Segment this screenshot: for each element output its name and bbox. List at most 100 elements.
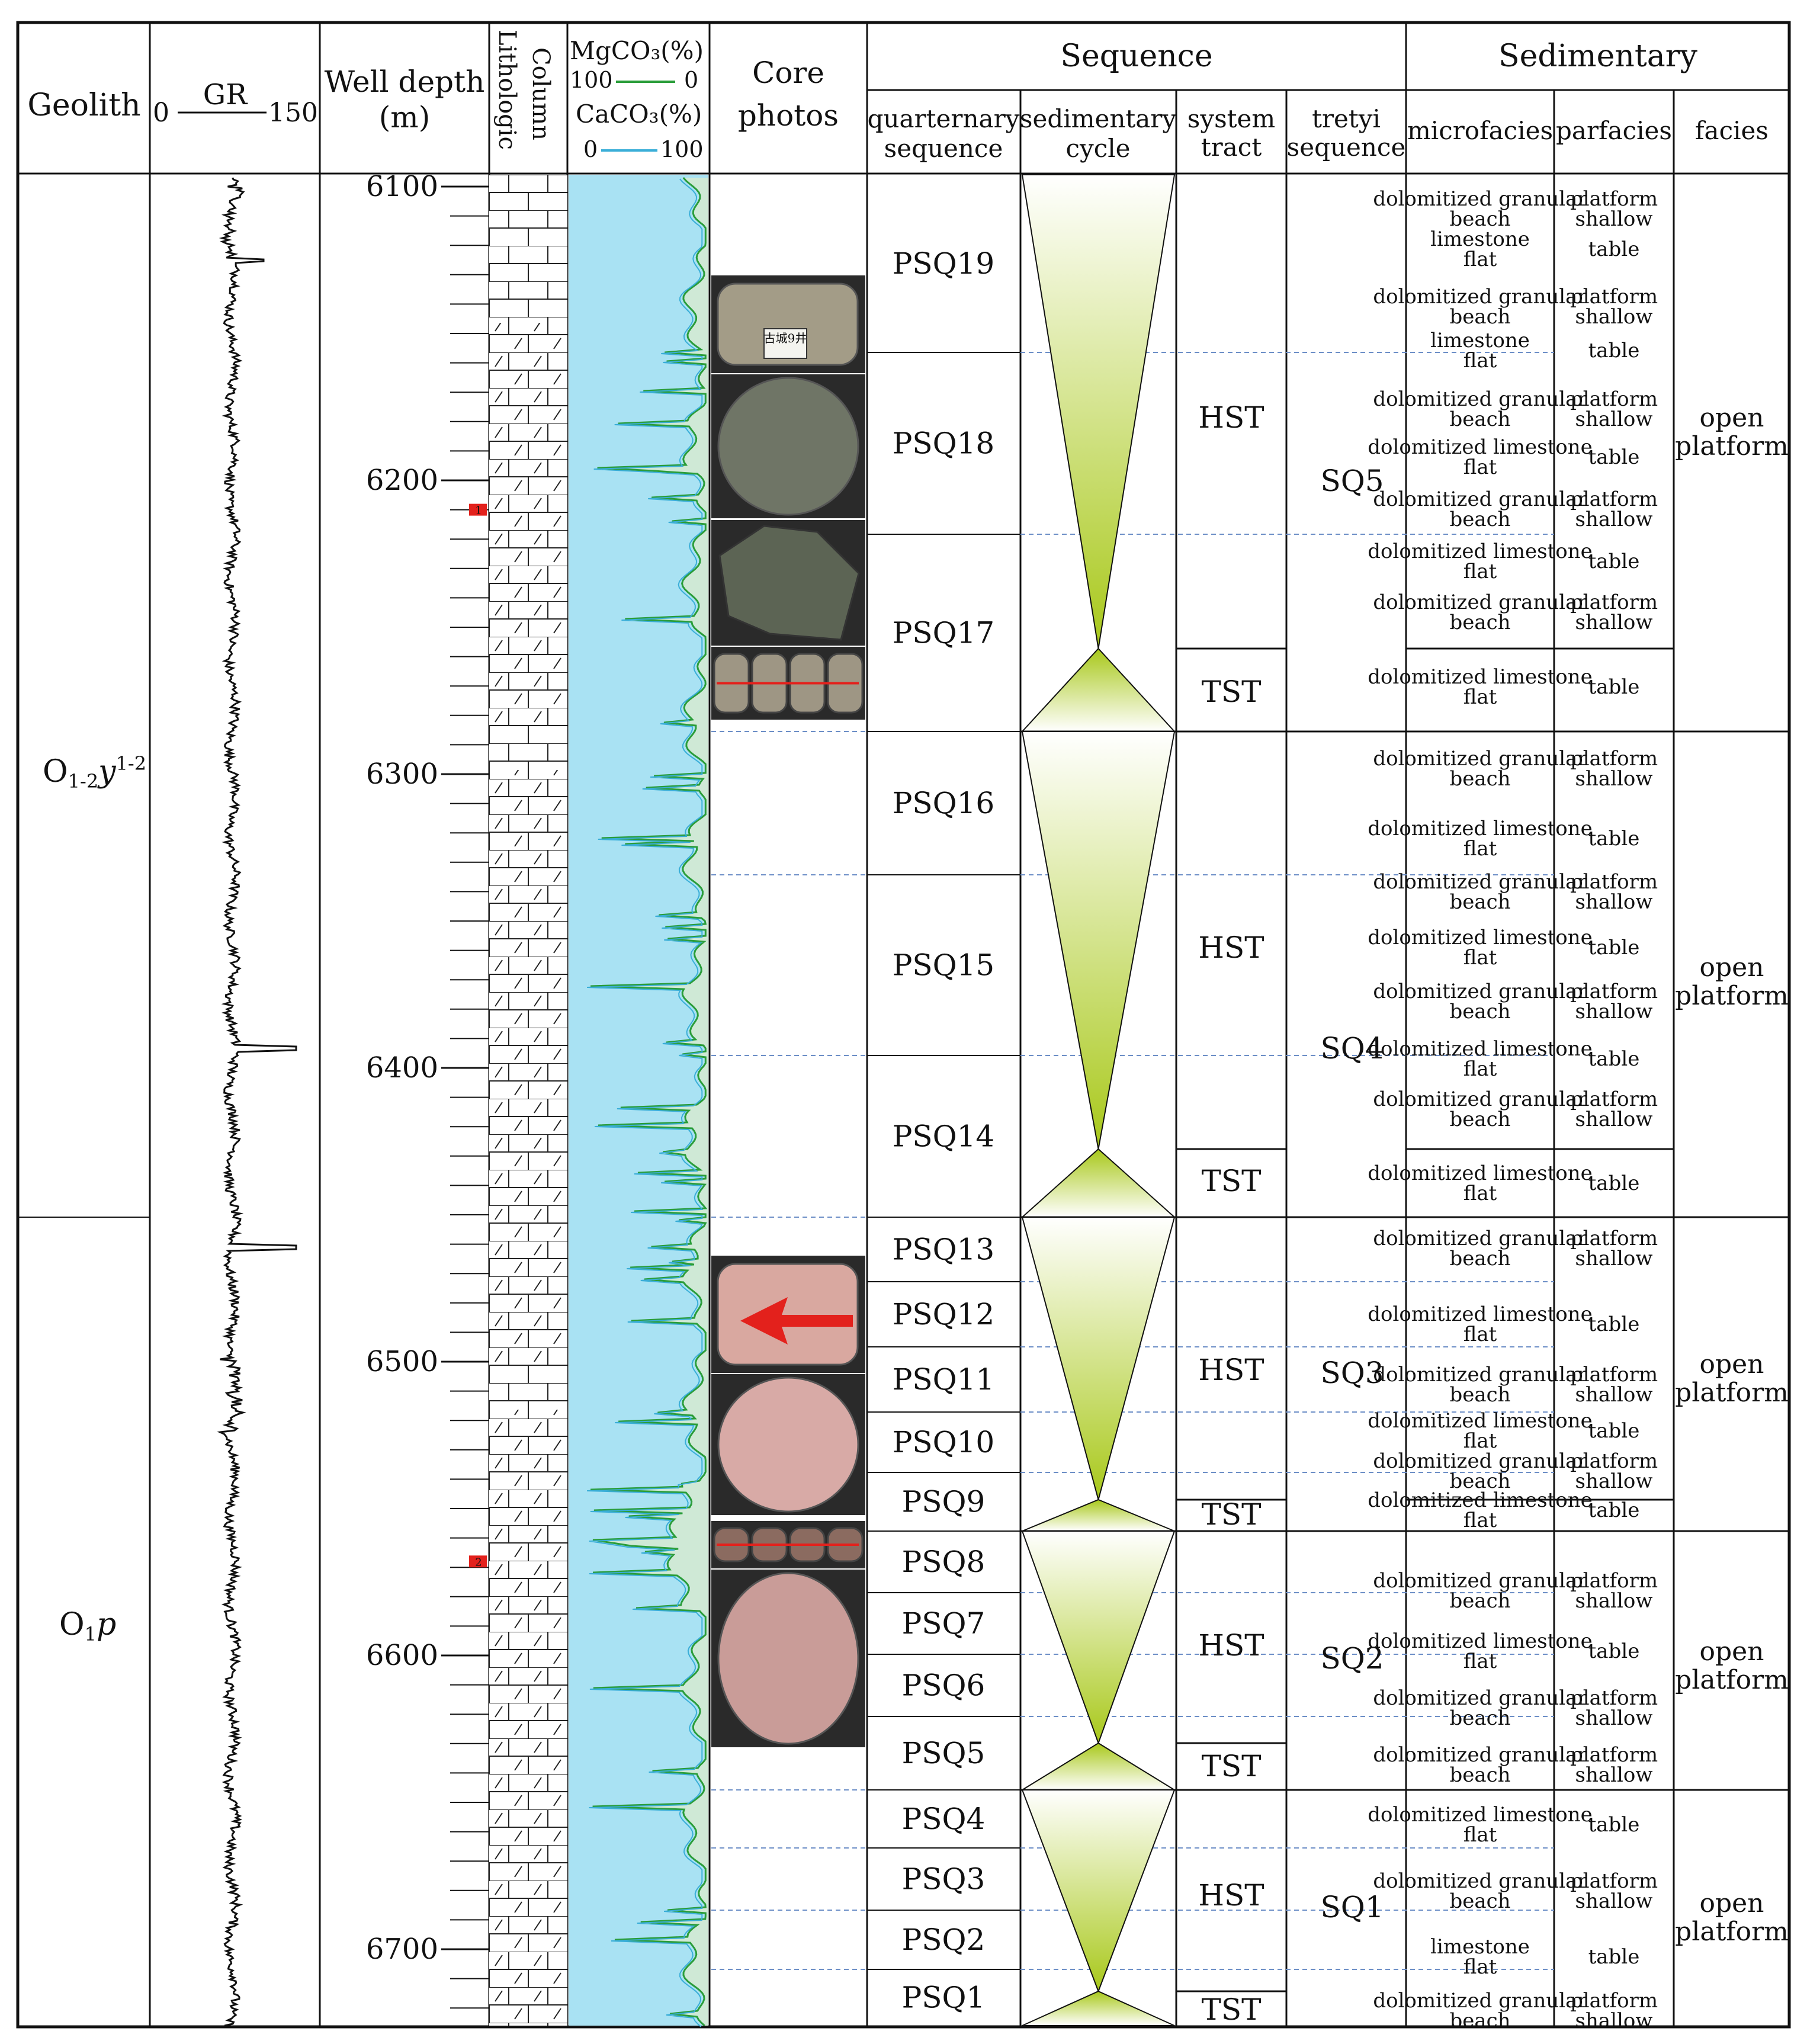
microfacies-label: dolomitized limestone bbox=[1368, 540, 1593, 563]
core-photo bbox=[711, 647, 865, 720]
microfacies-label: dolomitized granular bbox=[1373, 1569, 1587, 1593]
core-marker-label: 2 bbox=[475, 1556, 482, 1568]
microfacies-label: dolomitized granular bbox=[1373, 1686, 1587, 1710]
geolith-lower-sub: 1 bbox=[85, 1623, 97, 1645]
parfacies-label: shallow bbox=[1575, 1383, 1653, 1407]
facies-label: platform bbox=[1675, 1917, 1789, 1947]
geolith-labels: O1-2y1-2 O1p bbox=[43, 752, 146, 1645]
parfacies-label: platform bbox=[1570, 591, 1658, 614]
mgco3-header: MgCO₃(%) bbox=[570, 36, 704, 65]
limestone-pattern bbox=[489, 1362, 567, 1410]
mgco3-scale-min: 100 bbox=[570, 67, 613, 93]
sq-label: SQ4 bbox=[1320, 1031, 1384, 1066]
tract-label: TST bbox=[1202, 1992, 1262, 2027]
microfacies-label: dolomitized granular bbox=[1373, 1989, 1587, 2013]
caco3-curve bbox=[587, 178, 704, 2027]
tract-label: TST bbox=[1202, 1164, 1262, 1198]
core-sample-icon bbox=[717, 1376, 859, 1513]
parfacies-label: table bbox=[1588, 238, 1640, 261]
sq-label: SQ1 bbox=[1320, 1890, 1384, 1924]
geolith-header: Geolith bbox=[27, 88, 140, 123]
microfacies-label: dolomitized limestone bbox=[1368, 435, 1593, 459]
facies-label: platform bbox=[1675, 1665, 1789, 1695]
sq-label: SQ3 bbox=[1320, 1356, 1384, 1390]
core-sample-icon bbox=[717, 1572, 859, 1745]
psq-label: PSQ19 bbox=[893, 246, 995, 281]
microfacies-label: beach bbox=[1449, 1763, 1510, 1787]
microfacies-label: flat bbox=[1463, 1182, 1497, 1205]
tract-label: HST bbox=[1198, 1353, 1264, 1387]
microfacies-label: flat bbox=[1463, 455, 1497, 479]
parfacies-label: platform bbox=[1570, 1449, 1658, 1473]
tract-label: HST bbox=[1198, 930, 1264, 965]
microfacies-label: dolomitized granular bbox=[1373, 285, 1587, 309]
caco3-scale-max: 100 bbox=[660, 136, 704, 162]
psq-label: PSQ1 bbox=[902, 1981, 986, 2015]
parfacies-label: table bbox=[1588, 445, 1640, 469]
microfacies-label: dolomitized limestone bbox=[1368, 1161, 1593, 1185]
depth-header-line1: Well depth bbox=[325, 65, 485, 99]
parfacies-label: platform bbox=[1570, 1363, 1658, 1387]
geolith-upper-base: O bbox=[43, 754, 68, 790]
parfacies-label: shallow bbox=[1575, 305, 1653, 329]
microfacies-label: dolomitized limestone bbox=[1368, 1629, 1593, 1653]
core-sample-icon bbox=[717, 1263, 859, 1366]
parfacies-label: table bbox=[1588, 1945, 1640, 1969]
cycle-triangle-down bbox=[1021, 1530, 1176, 1745]
core-photos: 古城9井 bbox=[711, 275, 865, 1747]
parfacies-label: table bbox=[1588, 936, 1640, 960]
psq-label: PSQ14 bbox=[893, 1119, 995, 1154]
core-photo bbox=[711, 1256, 865, 1373]
sq-label: SQ5 bbox=[1320, 464, 1384, 498]
geolith-lower-base: O bbox=[59, 1607, 85, 1642]
microfacies-label: flat bbox=[1463, 349, 1497, 373]
parfacies-label: shallow bbox=[1575, 1469, 1653, 1493]
microfacies-label: dolomitized granular bbox=[1373, 1449, 1587, 1473]
parfacies-label: table bbox=[1588, 1639, 1640, 1663]
core-header-line1: Core bbox=[752, 56, 824, 90]
parfacies-label: table bbox=[1588, 1047, 1640, 1071]
tract-header-line1: system bbox=[1187, 104, 1275, 133]
tract-label: HST bbox=[1198, 1628, 1264, 1663]
microfacies-header: microfacies bbox=[1407, 116, 1553, 145]
gr-header: GR bbox=[203, 78, 248, 111]
gr-curve bbox=[217, 177, 297, 2027]
microfacies-label: dolomitized limestone bbox=[1368, 665, 1593, 689]
parfacies-label: platform bbox=[1570, 1686, 1658, 1710]
microfacies-label: beach bbox=[1449, 207, 1510, 231]
tract-label: TST bbox=[1202, 1497, 1262, 1532]
microfacies-label: dolomitized limestone bbox=[1368, 926, 1593, 949]
depth-tick-label: 6700 bbox=[366, 1933, 438, 1966]
cycle-triangle-up bbox=[1020, 1148, 1176, 1218]
parfacies-label: shallow bbox=[1575, 611, 1653, 634]
microfacies-label: flat bbox=[1463, 1823, 1497, 1847]
microfacies-label: limestone bbox=[1430, 329, 1530, 352]
microfacies-label: dolomitized granular bbox=[1373, 1363, 1587, 1387]
depth-tick-label: 6600 bbox=[366, 1639, 438, 1672]
microfacies-label: flat bbox=[1463, 1323, 1497, 1346]
microfacies-label: beach bbox=[1449, 508, 1510, 531]
tract-header-line2: tract bbox=[1201, 133, 1262, 162]
parfacies-label: shallow bbox=[1575, 767, 1653, 791]
core-photo-tag: 古城9井 bbox=[763, 328, 807, 359]
parfacies-label: table bbox=[1588, 1498, 1640, 1522]
microfacies-label: flat bbox=[1463, 1509, 1497, 1532]
psq-label: PSQ7 bbox=[902, 1606, 986, 1641]
microfacies-label: flat bbox=[1463, 1650, 1497, 1673]
caco3-fill bbox=[569, 175, 708, 2026]
facies-header: facies bbox=[1695, 116, 1769, 145]
microfacies-label: beach bbox=[1449, 767, 1510, 791]
parfacies-label: shallow bbox=[1575, 407, 1653, 431]
depth-tick-label: 6200 bbox=[366, 464, 438, 497]
parfacies-label: platform bbox=[1570, 1569, 1658, 1593]
core-sample-icon bbox=[717, 283, 859, 366]
facies-label: platform bbox=[1675, 431, 1789, 461]
psq-label: PSQ4 bbox=[902, 1802, 986, 1836]
parfacies-label: table bbox=[1588, 1313, 1640, 1336]
microfacies-label: beach bbox=[1449, 407, 1510, 431]
quarternary-header-line2: sequence bbox=[884, 134, 1003, 163]
core-photo bbox=[711, 1570, 865, 1747]
parfacies-label: platform bbox=[1570, 487, 1658, 511]
